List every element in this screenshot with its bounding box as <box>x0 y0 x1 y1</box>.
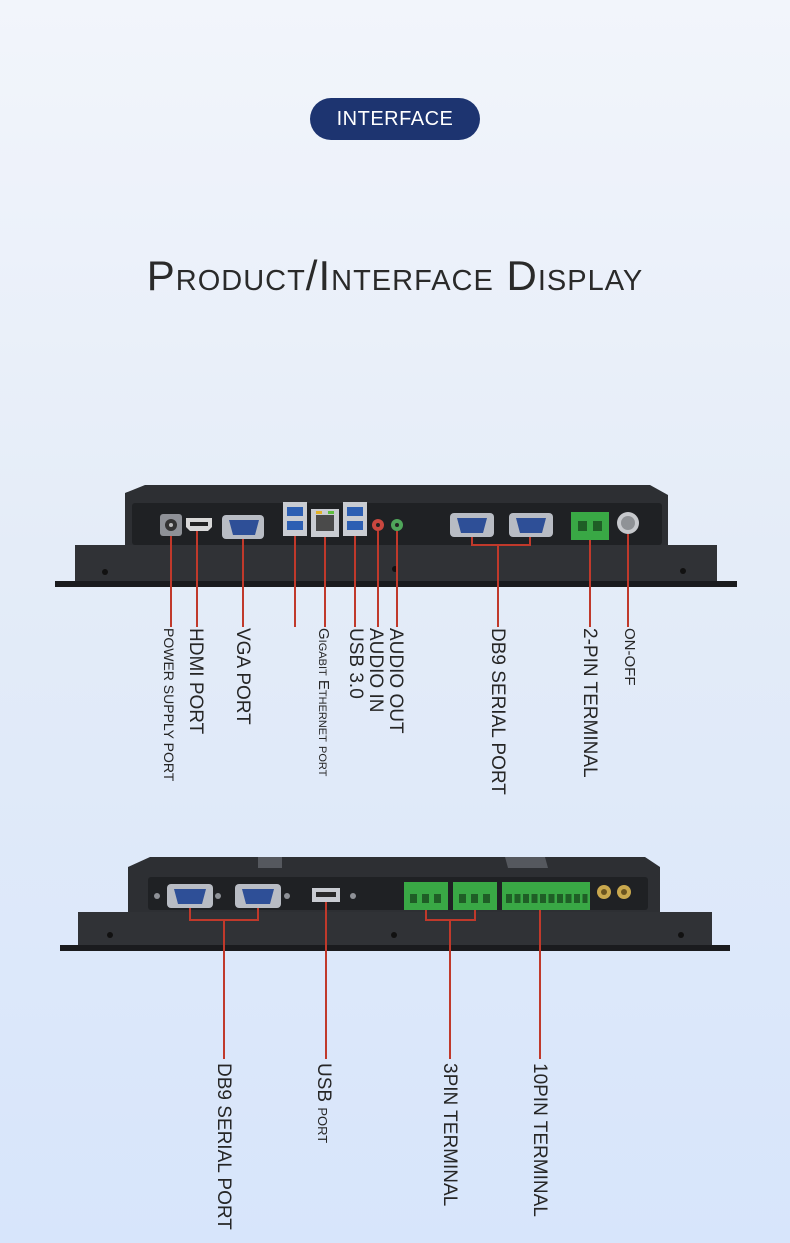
label-on-off: ON-OFF <box>621 628 638 686</box>
label-2pin-terminal: 2-PIN TERMINAL <box>579 628 600 778</box>
label-audio-out: AUDIO OUT <box>385 628 406 734</box>
label-vga-port: VGA PORT <box>232 628 253 725</box>
label-usb-3: USB 3.0 <box>345 628 366 699</box>
label-power-supply-port: POWER SUPPLY PORT <box>161 628 177 782</box>
label-10pin-terminal: 10PIN TERMINAL <box>529 1063 550 1217</box>
label-usb-port-text: USB port <box>313 1063 334 1144</box>
page-title: Product/Interface Display <box>146 252 644 299</box>
bottom-device-panel <box>60 857 730 1059</box>
top-device-panel <box>55 485 737 627</box>
label-hdmi-port: HDMI PORT <box>185 628 206 735</box>
label-audio-in: AUDIO IN <box>365 628 386 713</box>
label-usb-port: USB port <box>313 1063 334 1144</box>
label-3pin-terminal: 3PIN TERMINAL <box>439 1063 460 1207</box>
label-db9-serial-port-top: DB9 SERIAL PORT <box>487 628 508 795</box>
interface-badge: INTERFACE <box>310 98 480 140</box>
label-gigabit-ethernet-port: Gigabit Ethernet port <box>315 628 332 777</box>
label-db9-serial-port-bottom: DB9 SERIAL PORT <box>213 1063 234 1230</box>
